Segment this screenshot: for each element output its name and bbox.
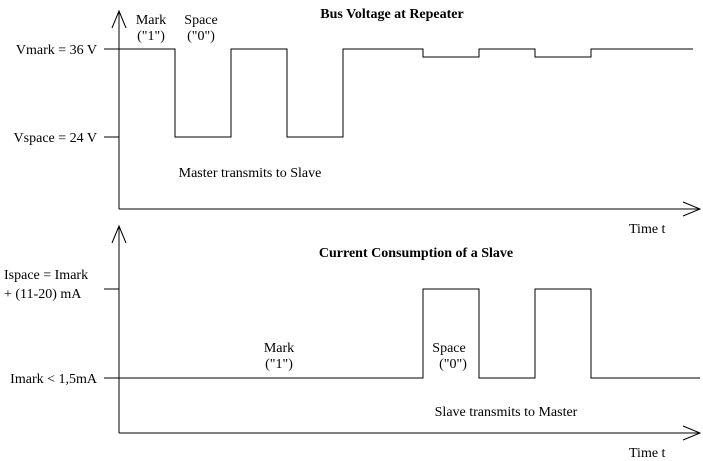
current-mark-word: Mark — [264, 341, 294, 356]
voltage-caption: Master transmits to Slave — [179, 166, 322, 181]
current-panel-title: Current Consumption of a Slave — [319, 246, 513, 261]
imark-label: Imark < 1,5mA — [10, 372, 98, 387]
voltage-waveform — [119, 48, 693, 138]
voltage-x-axis-arrow — [682, 201, 702, 217]
voltage-y-axis-arrow — [111, 9, 127, 29]
current-y-axis-arrow — [111, 224, 127, 244]
ispace-label-line1: Ispace = Imark — [4, 268, 88, 283]
vmark-label: Vmark = 36 V — [16, 43, 97, 58]
voltage-panel-title: Bus Voltage at Repeater — [320, 7, 464, 22]
current-caption: Slave transmits to Master — [435, 405, 578, 420]
voltage-mark-word: Mark — [136, 13, 166, 28]
voltage-mark-value: ("1") — [137, 29, 165, 44]
current-panel: Ispace = Imark + (11-20) mA Imark < 1,5m… — [4, 224, 702, 461]
current-x-axis-arrow — [682, 425, 702, 441]
current-space-value: ("0") — [439, 357, 467, 372]
voltage-space-word: Space — [184, 13, 217, 28]
voltage-panel: Vmark = 36 V Vspace = 24 V Bus Voltage a… — [14, 7, 702, 237]
vspace-label: Vspace = 24 V — [14, 131, 97, 146]
current-mark-value: ("1") — [265, 357, 293, 372]
current-waveform — [119, 288, 700, 379]
voltage-x-label: Time t — [629, 222, 666, 237]
current-space-word: Space — [432, 341, 465, 356]
ispace-label-line2: + (11-20) mA — [4, 287, 82, 302]
voltage-space-value: ("0") — [187, 29, 215, 44]
current-x-label: Time t — [629, 446, 666, 461]
